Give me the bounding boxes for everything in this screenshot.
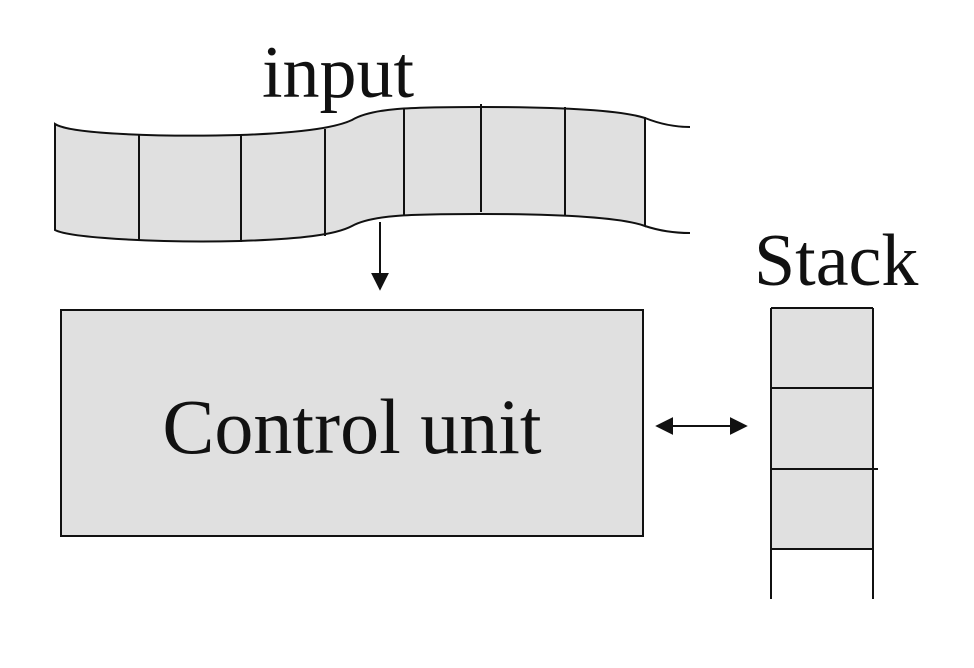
input-tape <box>54 104 691 243</box>
stack-label: Stack <box>754 220 918 302</box>
input-tape-top-tail <box>644 117 691 128</box>
input-tape-body <box>54 105 646 243</box>
control-unit-label: Control unit <box>162 383 542 470</box>
stack <box>770 307 878 599</box>
control-unit-box <box>60 309 644 537</box>
stack-body <box>771 308 873 549</box>
input-tape-bottom-tail <box>644 225 691 234</box>
input-label: input <box>262 32 415 114</box>
